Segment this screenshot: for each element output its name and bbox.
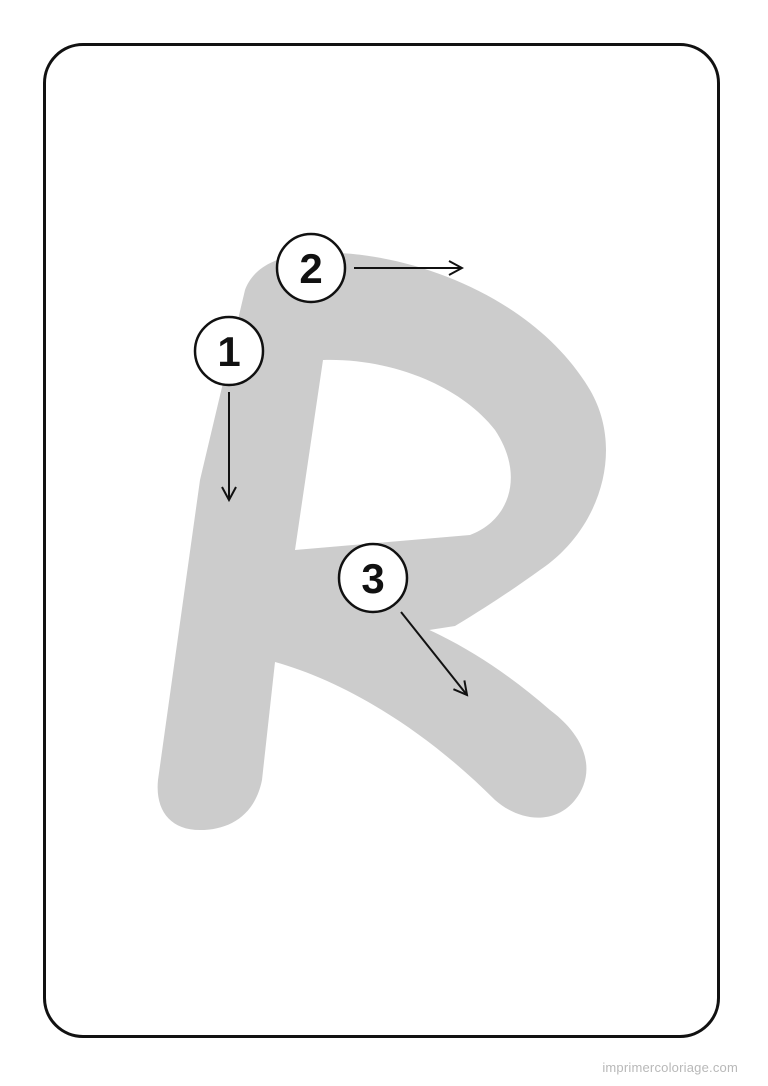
letter-r-leg [273, 599, 587, 818]
step-3-arrow [400, 611, 467, 695]
step-2-number: 2 [299, 245, 322, 292]
step-3-number: 3 [361, 555, 384, 602]
worksheet-card [43, 43, 720, 1038]
step-2-marker: 2 [275, 232, 347, 304]
step-1-marker: 1 [193, 315, 265, 387]
step-3-marker: 3 [337, 542, 409, 614]
site-watermark: imprimercoloriage.com [602, 1060, 738, 1075]
letter-r-stem-bowl [157, 252, 606, 830]
step-1-number: 1 [217, 328, 240, 375]
letter-r-shape [157, 252, 606, 830]
